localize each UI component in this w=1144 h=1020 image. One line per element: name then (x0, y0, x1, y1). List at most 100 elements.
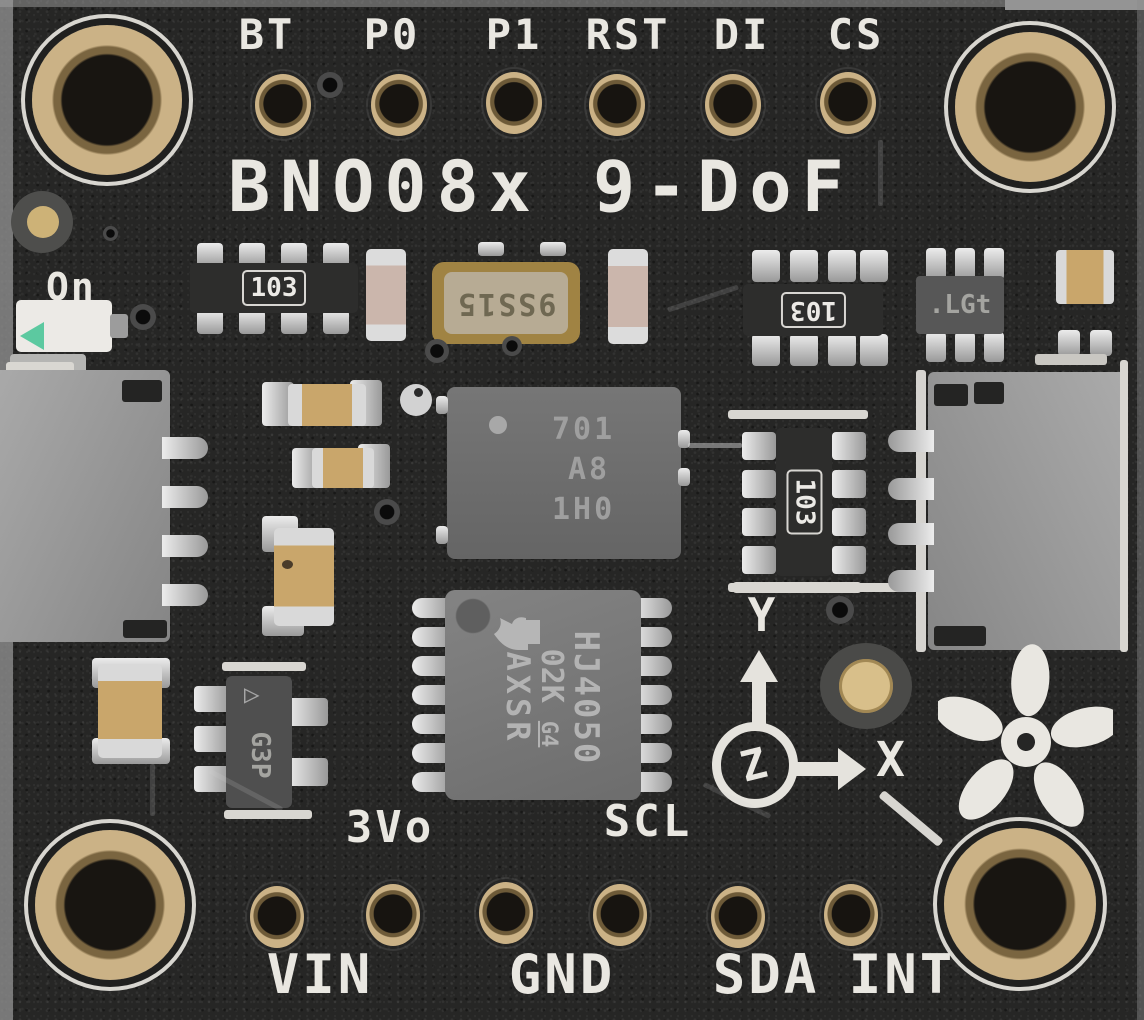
resistor-network-left: 103 (190, 263, 358, 313)
via (502, 336, 522, 356)
via (826, 596, 854, 624)
stemma-connector-left (0, 370, 170, 642)
axis-x-label: X (876, 732, 908, 788)
photo-edge-top (0, 0, 1144, 7)
axis-up-arrow-shaft (752, 680, 766, 724)
connector-slot (122, 380, 162, 402)
pin-label-cs: CS (827, 10, 885, 59)
crystal-marking: 9SS15 (455, 285, 557, 321)
regulator-logo-icon: △ (238, 688, 268, 704)
test-point-gold (27, 206, 59, 238)
solder-pad (194, 726, 230, 752)
solder-pad (984, 248, 1004, 280)
capacitor (312, 448, 374, 488)
logic-ic: .LGt (916, 276, 1004, 334)
mounting-hole-bottom-right (944, 828, 1096, 980)
solder-pad (678, 468, 690, 486)
pin-hole-3vo (366, 884, 420, 946)
solder-pad (239, 310, 265, 334)
silkscreen-dot-hole (414, 388, 423, 397)
pcb-trace (667, 284, 739, 313)
connector-pin (888, 430, 934, 452)
solder-pad (742, 432, 776, 460)
stemma-connector-right (928, 372, 1128, 650)
resistor-network-middle-marking: 103 (786, 469, 822, 535)
crystal-lid: 9SS15 (444, 272, 568, 334)
resistor-network-left-marking: 103 (241, 270, 307, 306)
gold-test-point (839, 659, 893, 713)
connector-silkscreen (916, 370, 926, 652)
ic-pin (412, 772, 452, 792)
level-shifter-indent (452, 595, 494, 637)
pin-hole-scl (593, 884, 647, 946)
solder-pad (288, 758, 328, 786)
ic-pin (632, 743, 672, 763)
connector-silkscreen (1035, 354, 1107, 365)
logic-ic-marking: .LGt (928, 290, 992, 320)
pcb-trace (878, 140, 883, 206)
sensor-ic-line2: A8 (568, 452, 611, 487)
pin-hole-bt (255, 74, 311, 136)
solder-pad (832, 432, 866, 460)
solder-pad (742, 470, 776, 498)
ic-pin (632, 627, 672, 647)
axis-z-circle: Z (712, 722, 798, 808)
capacitor (288, 384, 366, 426)
connector-pin (162, 437, 208, 459)
solder-pad (955, 248, 975, 280)
solder-pad (955, 332, 975, 362)
connector-slot (934, 384, 968, 406)
ic-pin (632, 598, 672, 618)
sensor-ic-line3: 1H0 (552, 492, 616, 527)
pin-hole-sda (711, 886, 765, 948)
level-shifter-line3: AXSR (498, 651, 537, 745)
capacitor (366, 249, 406, 341)
capacitor-speck (282, 560, 293, 569)
connector-pin (888, 523, 934, 545)
power-led-body (16, 300, 112, 352)
solder-pad (323, 310, 349, 334)
ic-pin (412, 656, 452, 676)
pin-label-scl: SCL (603, 796, 693, 847)
connector-pin (162, 486, 208, 508)
solder-pad (860, 250, 888, 282)
pcb-trace (150, 764, 155, 816)
ic-pin (412, 714, 452, 734)
axis-right-arrow-head (838, 748, 866, 790)
solder-pad (197, 310, 223, 334)
solder-pad (436, 526, 448, 544)
adafruit-logo (934, 642, 1122, 834)
solder-pad (540, 242, 566, 256)
solder-pad (678, 430, 690, 448)
solder-pad (752, 250, 780, 282)
pin-hole-cs (820, 72, 876, 134)
silkscreen-line (1120, 360, 1128, 652)
ic-pin (632, 656, 672, 676)
sensor-ic-pin1-dot (489, 416, 507, 434)
connector-pin (888, 478, 934, 500)
axis-top-bar (733, 582, 861, 593)
via (317, 72, 343, 98)
pin-label-3vo: 3Vo (345, 802, 435, 853)
via (425, 339, 449, 363)
solder-pad (281, 310, 307, 334)
power-led-pin (110, 314, 128, 338)
connector-slot (974, 382, 1004, 404)
connector-slot (934, 626, 986, 646)
axis-y-label: Y (747, 588, 779, 642)
pin-label-vin: VIN (266, 943, 374, 1006)
pin-hole-di (705, 74, 761, 136)
ic-pin (412, 627, 452, 647)
ic-pin (632, 714, 672, 734)
silkscreen-line (224, 810, 312, 819)
ic-pin (632, 685, 672, 705)
pin-hole-gnd (479, 882, 533, 944)
solder-pad (752, 334, 780, 366)
solder-pad (926, 332, 946, 362)
capacitor (274, 528, 334, 626)
axis-z-label: Z (735, 737, 775, 792)
pin-hole-int (824, 884, 878, 946)
pin-label-sda: SDA (712, 943, 820, 1006)
pin-label-p1: P1 (485, 10, 543, 59)
solder-pad (926, 248, 946, 280)
